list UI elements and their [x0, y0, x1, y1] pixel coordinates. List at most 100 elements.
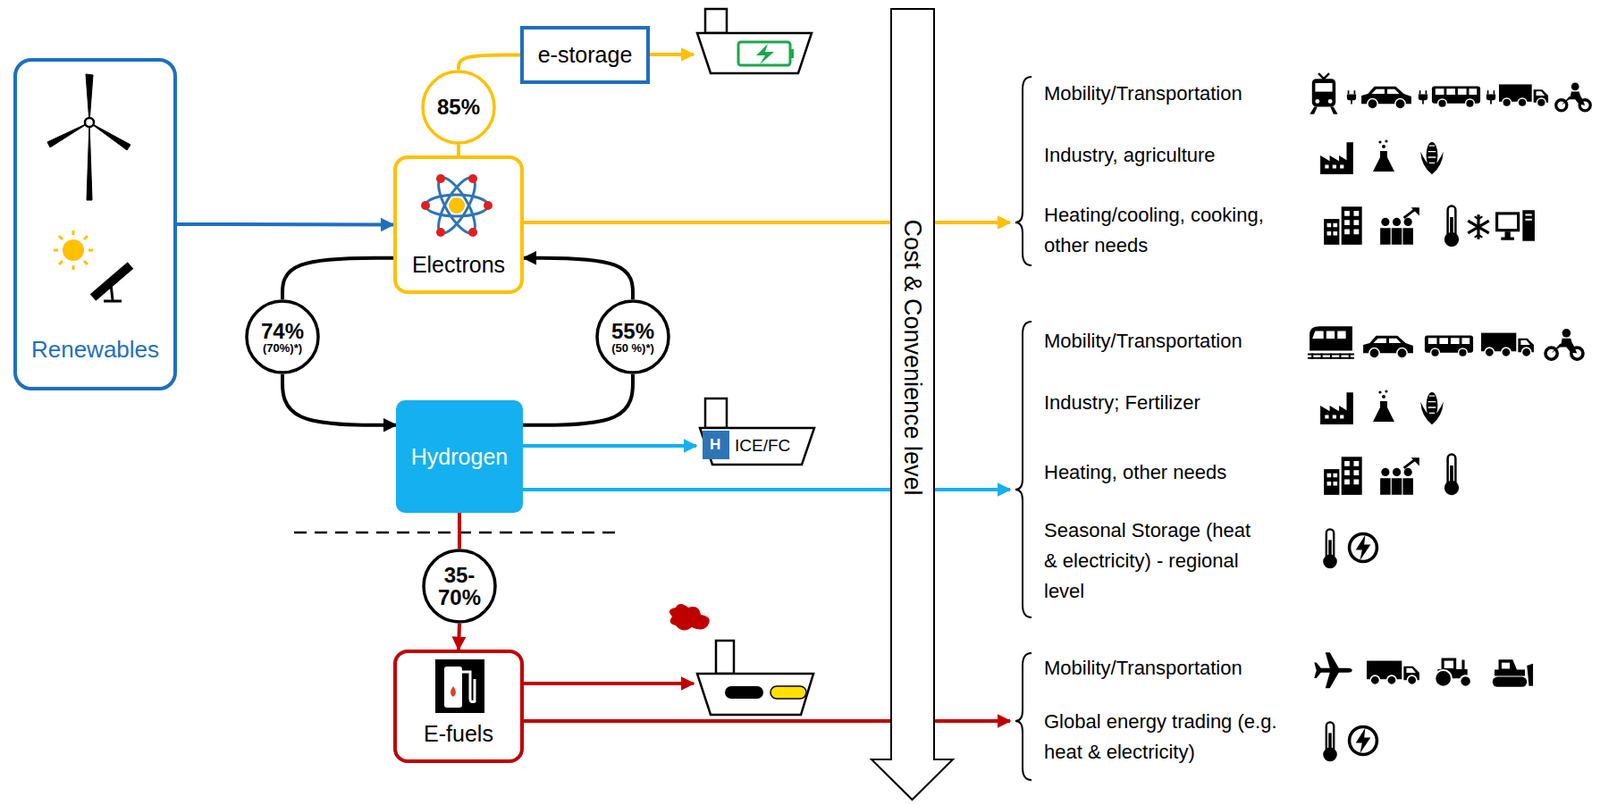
- fuel-pump-icon: [435, 659, 485, 714]
- thermo-icon: [1322, 529, 1338, 569]
- thermo-icon: [1322, 722, 1338, 762]
- bolt-icon: [1349, 727, 1378, 756]
- atom-icon: [436, 227, 446, 237]
- flow-connector: [282, 258, 394, 300]
- scale-arrow: Cost & Convenience level: [870, 8, 954, 801]
- plug-icon: [1418, 90, 1428, 104]
- sun-icon: [53, 230, 93, 270]
- flow-connector: [176, 222, 394, 228]
- node-label: e-storage: [538, 42, 633, 68]
- thermo-icon: [1444, 206, 1459, 248]
- sector-label: Industry; Fertilizer: [1044, 387, 1201, 419]
- flow-connector: [522, 374, 633, 426]
- tractor-icon: [1434, 657, 1472, 687]
- plane-icon: [1313, 652, 1353, 689]
- wind-turbine: [89, 122, 131, 151]
- pc-icon: [1495, 210, 1535, 241]
- wind-turbine: [47, 122, 90, 148]
- curly-bracket: [1015, 76, 1032, 781]
- truck-icon: [1481, 333, 1534, 358]
- battery-ship: [697, 8, 812, 74]
- snow-icon: [1467, 214, 1489, 240]
- tram-icon: [1309, 73, 1338, 115]
- flow-connector: [458, 623, 460, 650]
- battery-ship: [705, 8, 727, 34]
- atom-icon: [431, 173, 482, 239]
- efficiency-value: 55%: [611, 320, 655, 343]
- atom-icon: [421, 174, 493, 237]
- bldg-icon: [1323, 456, 1363, 496]
- flow-connector: [523, 258, 633, 300]
- circle-outline: [422, 71, 495, 144]
- hydrogen-ship: [705, 398, 727, 429]
- wind-turbine: [47, 74, 131, 201]
- people-icon: [1380, 457, 1420, 495]
- circle-outline: [423, 550, 496, 623]
- output-arrow: [649, 52, 694, 57]
- efuel-ship: [715, 640, 734, 674]
- efficiency-circle: 85%: [421, 69, 497, 145]
- flask-icon: [1372, 139, 1395, 172]
- fuel-pump-icon: [444, 666, 463, 708]
- atom-icon: [468, 174, 478, 184]
- corn-icon: [1420, 392, 1444, 425]
- output-arrow: [522, 488, 1011, 492]
- output-arrow: [522, 54, 1011, 722]
- circle-outline: [597, 301, 669, 373]
- curly-bracket: [1015, 321, 1032, 618]
- curly-bracket: [1015, 653, 1032, 781]
- wind-turbine: [85, 74, 93, 123]
- node-label: Electrons: [412, 252, 506, 278]
- carrier-box: E-fuels: [393, 649, 524, 764]
- flow-connector: [456, 144, 461, 156]
- atom-icon: [431, 173, 482, 239]
- output-arrow: [523, 682, 694, 686]
- sector-label: Mobility/Transportation: [1044, 326, 1243, 357]
- atom-icon: [421, 201, 430, 211]
- engine-label: ICE/FC: [734, 434, 791, 458]
- efficiency-value: 74%: [261, 320, 304, 343]
- output-arrow: [523, 719, 1011, 724]
- sector-label: Mobility/Transportation: [1044, 653, 1243, 684]
- node-label: E-fuels: [423, 721, 494, 748]
- curly-bracket: [1015, 76, 1032, 266]
- node-label: Renewables: [31, 336, 160, 364]
- wind-turbine: [84, 117, 94, 127]
- efficiency-circle: 55%(50 %)*): [595, 299, 671, 375]
- sector-icons: [1307, 73, 1591, 762]
- train-icon: [1307, 326, 1355, 359]
- source-box: Renewables: [13, 58, 177, 391]
- car-icon: [1361, 86, 1412, 110]
- atom-icon: [421, 173, 493, 239]
- arrow-outline: [870, 8, 954, 801]
- battery-ship: [738, 42, 791, 66]
- thermo-icon: [1444, 454, 1459, 497]
- node-label: Cost & Convenience level: [898, 218, 927, 496]
- car-icon: [1363, 336, 1414, 359]
- corn-icon: [1420, 142, 1444, 175]
- hydrogen-ship: [702, 430, 730, 460]
- sector-label: Industry, agriculture: [1044, 140, 1216, 171]
- circle-outline: [244, 299, 320, 375]
- sun-icon: [53, 230, 93, 270]
- factory-icon: [1320, 142, 1354, 175]
- carrier-box: Electrons: [393, 155, 524, 295]
- efficiency-circle: 74%(70%)*): [244, 299, 320, 375]
- hydrogen-ship: [699, 398, 815, 465]
- solar-panel: [92, 265, 131, 302]
- dozer-icon: [1492, 659, 1533, 688]
- circle-outline: [421, 548, 497, 624]
- output-arrow: [522, 444, 697, 448]
- efuel-ship: [724, 686, 764, 699]
- sector-label: Heating, other needs: [1044, 457, 1227, 489]
- bus-icon: [1431, 85, 1481, 108]
- sun-icon: [62, 239, 85, 262]
- factory-icon: [1320, 392, 1354, 425]
- bus-icon: [1424, 335, 1474, 357]
- flask-icon: [1372, 389, 1395, 422]
- flow-connector: [458, 54, 521, 70]
- efuel-ship: [770, 686, 807, 699]
- atom-icon: [448, 197, 465, 214]
